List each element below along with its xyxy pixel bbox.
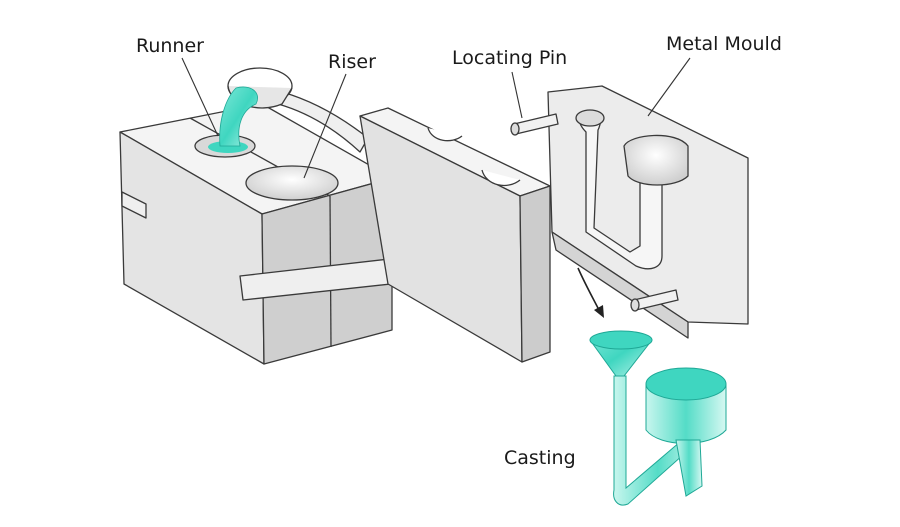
locating-pin-label: Locating Pin xyxy=(452,47,567,69)
riser-hole xyxy=(245,165,339,201)
riser-cavity xyxy=(623,134,689,186)
metal-mould-label: Metal Mould xyxy=(666,33,782,55)
runner-groove xyxy=(427,127,463,142)
runner-leader xyxy=(181,57,219,137)
metal-mould-leader xyxy=(647,57,691,117)
mould-half-front xyxy=(519,185,551,363)
riser-groove xyxy=(481,169,521,187)
riser-leader xyxy=(303,73,347,179)
clamp-tab xyxy=(121,191,147,219)
metal-mould xyxy=(510,85,749,339)
locating-pin-leader xyxy=(511,71,523,119)
curved-down-arrow-icon xyxy=(577,267,604,318)
riser-label: Riser xyxy=(328,51,376,73)
casting xyxy=(589,330,727,506)
metal-mould-side xyxy=(551,231,689,339)
closed-mould xyxy=(119,67,401,365)
locating-pin-bottom xyxy=(630,289,679,312)
runner-label: Runner xyxy=(136,35,204,57)
mould-half-left xyxy=(359,107,551,363)
molten-metal-stream xyxy=(219,86,258,147)
casting-label: Casting xyxy=(504,447,576,469)
locating-pin-top xyxy=(510,113,559,136)
